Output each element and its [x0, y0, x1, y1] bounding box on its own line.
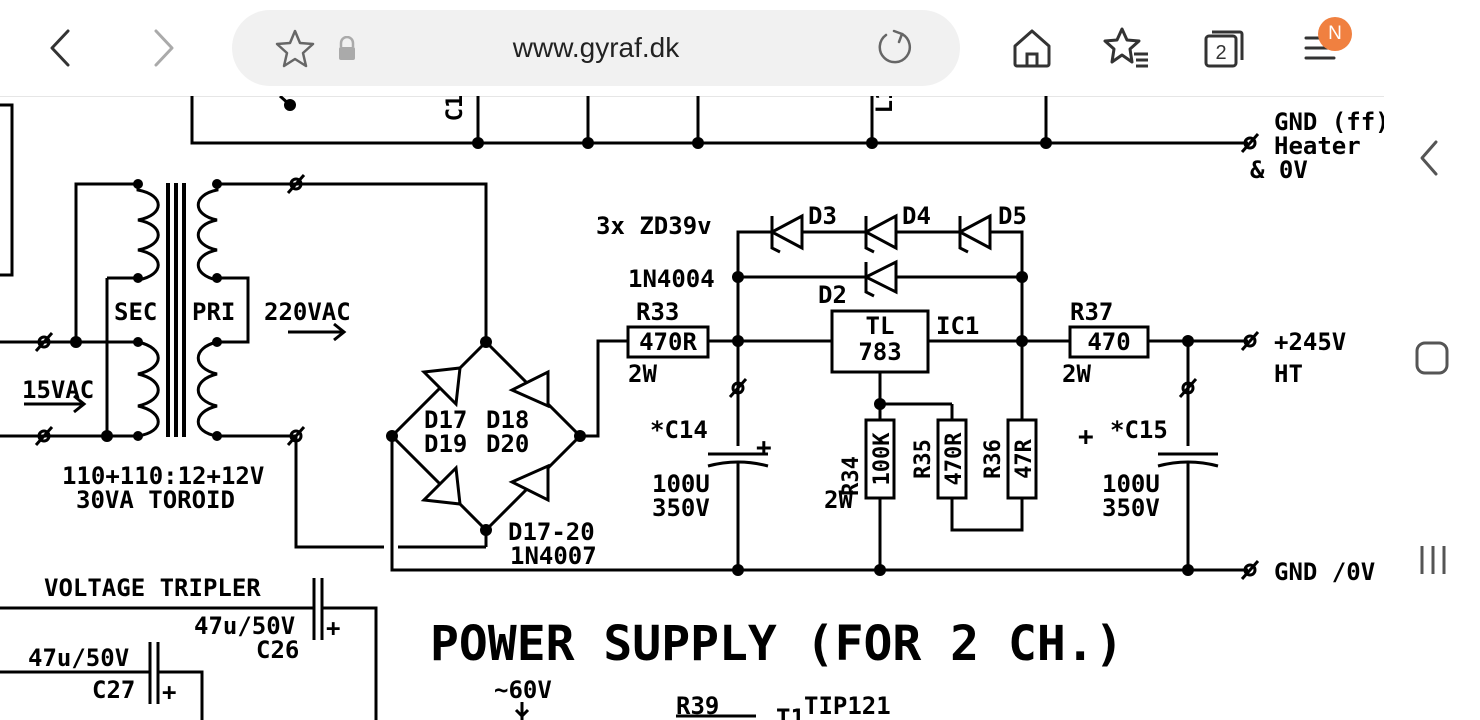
label-60v: ~60V — [494, 676, 552, 704]
label-c15-voltage: 350V — [1102, 494, 1160, 522]
label-c14-voltage: 350V — [652, 494, 710, 522]
label-c1: C1 — [443, 96, 468, 121]
schematic-terminals — [24, 133, 1260, 719]
label-toroid-ratio: 110+110:12+12V — [62, 462, 264, 490]
label-sec: SEC — [114, 298, 157, 326]
label-toroid-rating: 30VA TOROID — [76, 486, 235, 514]
label-r37-value: 470 — [1087, 328, 1130, 356]
schematic-junctions — [70, 99, 1194, 576]
label-c15-plus: + — [1078, 422, 1094, 452]
label-1n4004: 1N4004 — [628, 265, 715, 293]
label-d5: D5 — [998, 202, 1027, 230]
label-r33: R33 — [636, 298, 679, 326]
home-button[interactable] — [1000, 16, 1064, 80]
label-c15: *C15 — [1110, 416, 1168, 444]
label-d20: D20 — [486, 430, 529, 458]
bookmark-star-icon[interactable] — [274, 28, 316, 70]
label-tip121: TIP121 — [804, 692, 891, 720]
label-l1: L1 — [873, 96, 898, 113]
label-d4: D4 — [902, 202, 931, 230]
chevron-right-icon — [154, 29, 174, 67]
recents-bars-icon[interactable] — [1416, 542, 1452, 578]
schematic-components — [626, 309, 1150, 500]
label-gnd-ff: GND (ff) — [1274, 108, 1384, 136]
label-c26: C26 — [256, 636, 299, 664]
label-r33-watt: 2W — [628, 360, 657, 388]
label-c14-plus: + — [756, 433, 772, 463]
label-zener: 3x ZD39v — [596, 212, 712, 240]
schematic-wires — [0, 96, 1248, 720]
label-r36: R36 — [981, 439, 1006, 479]
label-r35-value: 470R — [942, 432, 967, 486]
label-r34-value: 100K — [870, 432, 895, 486]
home-icon — [1013, 29, 1051, 68]
label-r39: R39 — [676, 692, 719, 720]
back-button[interactable] — [30, 16, 94, 80]
label-heater: Heater — [1274, 132, 1361, 160]
label-245v: +245V — [1274, 328, 1346, 356]
label-c14: *C14 — [650, 416, 708, 444]
bookmarks-button[interactable] — [1094, 16, 1158, 80]
label-d3: D3 — [808, 202, 837, 230]
schematic-rotated-labels: R34 100K R35 470R R36 47R C1 L1 — [443, 96, 1037, 496]
url-text[interactable]: www.gyraf.dk — [512, 32, 680, 63]
label-15vac: 15VAC — [22, 376, 94, 404]
label-gnd-0v: GND /0V — [1274, 558, 1375, 586]
label-r34-watt: 2W — [824, 486, 853, 514]
tabs-icon: 2 — [1204, 30, 1244, 68]
label-r37: R37 — [1070, 298, 1113, 326]
schematic-diodes — [420, 213, 992, 506]
label-c27-plus: + — [162, 678, 176, 706]
label-d18: D18 — [486, 406, 529, 434]
back-chevron-icon[interactable] — [1414, 138, 1446, 178]
label-d17: D17 — [424, 406, 467, 434]
label-r37-watt: 2W — [1062, 360, 1091, 388]
label-1n4007: 1N4007 — [510, 542, 597, 570]
reload-icon[interactable] — [874, 28, 914, 68]
label-d17-20: D17-20 — [508, 518, 595, 546]
label-d2: D2 — [818, 281, 847, 309]
tab-count: 2 — [1215, 42, 1226, 64]
label-783: 783 — [858, 338, 901, 366]
label-ic1: IC1 — [936, 312, 979, 340]
profile-badge[interactable]: N — [1318, 17, 1352, 51]
label-r35: R35 — [911, 439, 936, 479]
label-tl: TL — [866, 312, 895, 340]
label-pri: PRI — [192, 298, 235, 326]
label-c27: C27 — [92, 676, 135, 704]
label-r33-value: 470R — [639, 328, 697, 356]
forward-button[interactable] — [130, 16, 194, 80]
label-d19: D19 — [424, 430, 467, 458]
label-voltage-tripler: VOLTAGE TRIPLER — [44, 574, 261, 602]
schematic-labels: GND (ff) Heater & 0V 3x ZD39v D3 D4 D5 1… — [22, 108, 1384, 720]
label-220vac: 220VAC — [264, 298, 351, 326]
lock-icon — [339, 36, 355, 60]
address-bar[interactable]: www.gyraf.dk — [232, 10, 960, 86]
label-t1: T1 — [776, 704, 805, 720]
tabs-button[interactable]: 2 — [1192, 16, 1256, 80]
system-navigation-bar — [1384, 0, 1480, 720]
label-c26-plus: + — [326, 614, 340, 642]
schematic-image: GND (ff) Heater & 0V 3x ZD39v D3 D4 D5 1… — [0, 96, 1384, 720]
browser-toolbar: www.gyraf.dk 2 N — [0, 0, 1384, 97]
label-r34: R34 — [839, 456, 864, 496]
label-c27-value: 47u/50V — [28, 644, 129, 672]
schematic-title: POWER SUPPLY (FOR 2 CH.) — [430, 616, 1124, 672]
home-square-icon[interactable] — [1414, 340, 1450, 376]
label-r36-value: 47R — [1012, 438, 1037, 478]
label-amp-0v: & 0V — [1250, 156, 1308, 184]
label-c14-value: 100U — [652, 470, 710, 498]
label-c26-value: 47u/50V — [194, 612, 295, 640]
chevron-left-icon — [50, 29, 70, 67]
label-ht: HT — [1274, 360, 1303, 388]
star-list-icon — [1103, 27, 1148, 68]
label-c15-value: 100U — [1102, 470, 1160, 498]
